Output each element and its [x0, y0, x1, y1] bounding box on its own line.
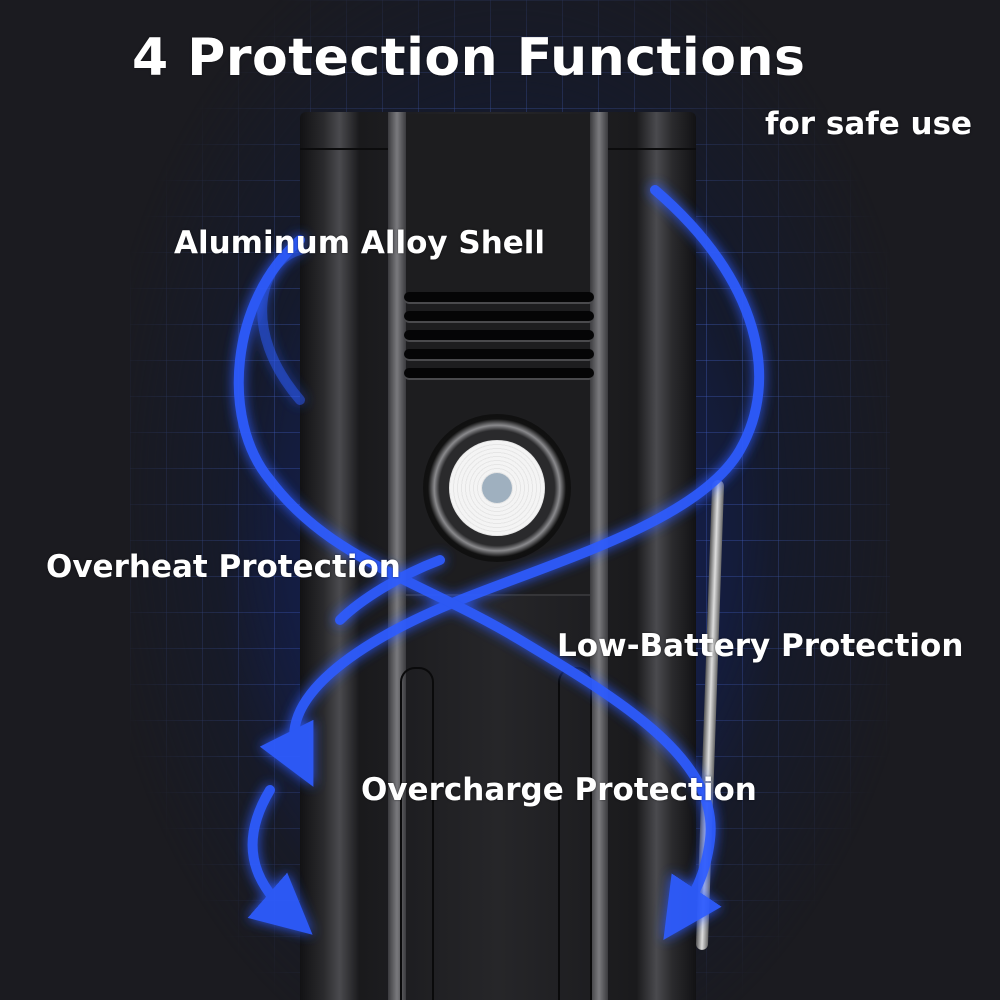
vent-slot — [404, 292, 594, 302]
feature-label-low-battery: Low-Battery Protection — [557, 628, 964, 664]
right-rail — [590, 112, 608, 1000]
feature-label-overheat: Overheat Protection — [46, 549, 401, 585]
page-title: 4 Protection Functions — [132, 28, 806, 88]
page-subtitle: for safe use — [765, 106, 973, 142]
vent-slot — [404, 368, 594, 378]
feature-label-overcharge: Overcharge Protection — [361, 772, 757, 808]
power-button-indicator-icon — [482, 473, 512, 503]
vent-slot — [404, 330, 594, 340]
power-bank-device — [300, 112, 696, 1000]
vent-slot — [404, 349, 594, 359]
vent-slot — [404, 311, 594, 321]
side-groove — [400, 667, 434, 1000]
feature-label-aluminum-shell: Aluminum Alloy Shell — [174, 225, 546, 261]
